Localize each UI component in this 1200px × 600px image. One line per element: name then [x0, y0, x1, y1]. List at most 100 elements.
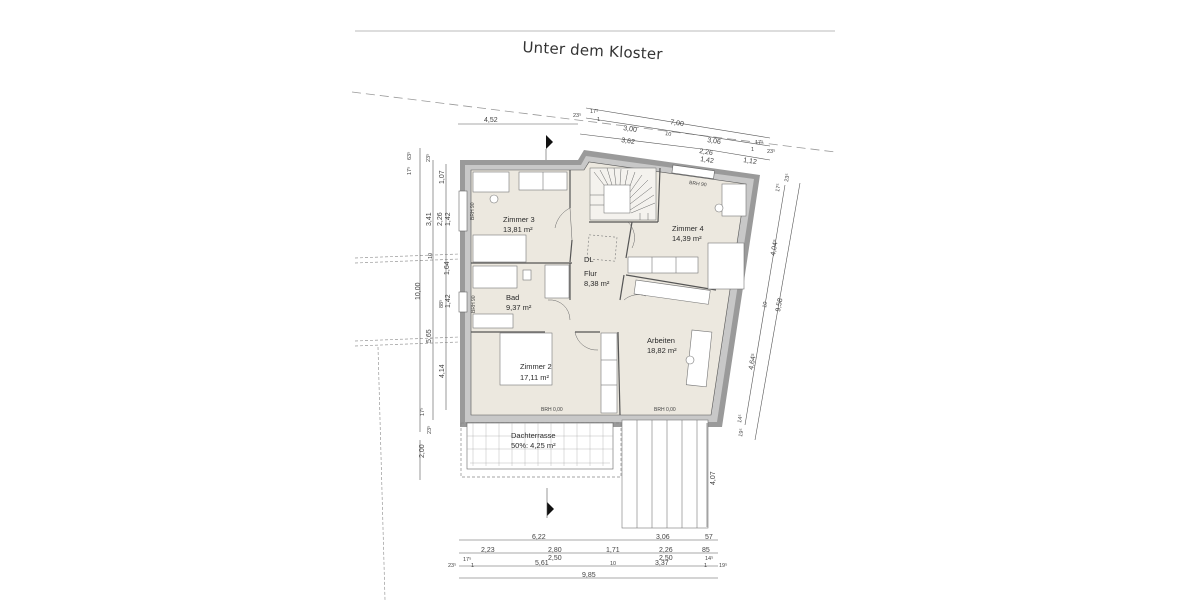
room-area-zimmer2: 17,11 m²: [520, 373, 550, 382]
dim-bottom-235: 23⁵: [448, 562, 456, 569]
dim-top-right-175: 17⁵: [755, 139, 763, 146]
room-name-zimmer4: Zimmer 4: [672, 224, 704, 233]
dim-bottom-250a: 2,50: [548, 555, 562, 562]
dim-bottom-561: 5,61: [535, 560, 549, 567]
dim-right-407: 4,07: [710, 471, 717, 485]
dim-top-235: 23⁵: [573, 112, 581, 119]
dim-bottom-145: 14⁵: [705, 555, 713, 562]
room-area-zimmer3: 13,81 m²: [503, 225, 533, 234]
bed-z4: [707, 242, 745, 290]
dim-top-452: 4,52: [484, 117, 498, 124]
dim-right-195: 19⁵: [737, 428, 745, 437]
dim-bottom-175: 17⁵: [463, 556, 471, 563]
dim-right-958: 9,58: [775, 298, 784, 313]
dim-left-142a: 1,42: [445, 212, 452, 226]
staircase: [589, 167, 657, 221]
dim-top-306: 3,06: [707, 137, 722, 146]
balcony-deck: [621, 419, 709, 529]
toilet: [522, 269, 532, 281]
bed: [472, 234, 527, 263]
entry-arrow-top-icon: [546, 135, 553, 149]
room-name-dachterrasse: Dachterrasse: [511, 431, 556, 440]
dim-top-300: 3,00: [623, 125, 638, 134]
bathtub: [472, 265, 518, 289]
dim-left-200: 2,00: [419, 444, 426, 458]
neighbor-wall-upper: [354, 253, 461, 264]
room-name-zimmer2: Zimmer 2: [520, 362, 552, 371]
dim-bottom-280: 2,80: [548, 547, 562, 554]
cabinet-arbeiten: [600, 332, 618, 414]
skylight-outline: [586, 234, 618, 262]
room-name-arbeiten: Arbeiten: [647, 336, 675, 345]
dim-bottom-171: 1,71: [606, 547, 620, 554]
interior-walls: [471, 167, 717, 416]
room-area-zimmer4: 14,39 m²: [672, 234, 702, 243]
dim-bottom-622: 6,22: [532, 534, 546, 541]
dim-left-414: 4,14: [439, 364, 446, 378]
dim-left-341: 3,41: [426, 212, 433, 226]
dim-left-175: 17⁵: [406, 167, 413, 175]
dim-bottom-985: 9,85: [582, 572, 596, 579]
dim-right-235: 23⁵: [783, 173, 791, 182]
shelf-arbeiten: [633, 279, 711, 305]
dim-right-175: 17⁵: [774, 183, 782, 192]
dim-bottom-337: 3,37: [655, 560, 669, 567]
room-area-bad: 9,37 m²: [506, 303, 532, 312]
brh-zimmer4: BRH 90: [689, 180, 707, 188]
dim-left-235: 23⁵: [425, 154, 432, 162]
dim-bottom-223: 2,23: [481, 547, 495, 554]
bed-z2: [499, 332, 553, 386]
dim-bottom-85: 85: [702, 547, 710, 554]
dimension-lines-top: [458, 107, 771, 161]
brh-zimmer3: BRH 90: [470, 202, 476, 220]
room-area-arbeiten: 18,82 m²: [647, 346, 677, 355]
window-zimmer3: [458, 190, 468, 232]
dim-top-right-235: 23⁵: [767, 148, 775, 155]
brh-zimmer2: BRH 0,00: [541, 407, 563, 413]
dim-left-635: 63⁵: [406, 152, 413, 160]
dim-left-1000: 10,00: [415, 282, 422, 300]
dim-top-362: 3,62: [621, 137, 636, 146]
flur-note: DL: [584, 255, 594, 264]
dim-left-bottom-235: 23⁵: [426, 426, 433, 434]
dim-bottom-57: 57: [705, 534, 713, 541]
furniture: [472, 171, 747, 414]
brh-arbeiten: BRH 0,00: [654, 407, 676, 413]
dim-left-10: 10: [428, 253, 434, 259]
dim-bottom-226: 2,26: [659, 547, 673, 554]
window-bad: [458, 291, 468, 313]
dim-top-142: 1,42: [700, 156, 715, 165]
dim-top-right-1: 1: [751, 147, 754, 153]
dimension-lines-left: [419, 148, 447, 480]
room-name-zimmer3: Zimmer 3: [503, 215, 535, 224]
dimension-lines-right: [706, 182, 801, 527]
dim-right-4045: 4,04⁵: [770, 239, 780, 257]
dim-bottom-right-1: 1: [704, 563, 707, 569]
room-name-bad: Bad: [506, 293, 519, 302]
dim-top-1: 1: [597, 117, 600, 123]
dim-top-10: 10: [665, 131, 672, 138]
dim-bottom-250b: 2,50: [659, 555, 673, 562]
wardrobe-z4: [627, 256, 699, 274]
dim-right-10: 10: [762, 301, 769, 308]
sink-counter: [472, 313, 514, 329]
dim-top-226: 2,26: [699, 148, 714, 157]
brh-bad: BRH 90: [471, 295, 477, 313]
dim-left-164: 1,64: [444, 261, 451, 275]
property-boundary: [351, 91, 836, 153]
dim-top-700: 7,00: [670, 119, 685, 128]
dim-top-175: 17⁵: [590, 108, 598, 115]
dim-left-142b: 1,42: [445, 294, 452, 308]
dim-left-565: 5,65: [426, 329, 433, 343]
dim-left-226: 2,26: [437, 212, 444, 226]
shower: [544, 264, 570, 299]
dim-top-112: 1,12: [743, 157, 758, 166]
room-area-dachterrasse: 50%: 4,25 m²: [511, 441, 556, 450]
desk-z4: [721, 183, 747, 217]
dim-bottom-1: 1: [471, 563, 474, 569]
dim-left-bottom-175: 17⁵: [419, 408, 426, 416]
dim-left-885: 88⁵: [438, 300, 445, 308]
dim-left-107: 1,07: [439, 170, 446, 184]
desk: [472, 171, 510, 193]
